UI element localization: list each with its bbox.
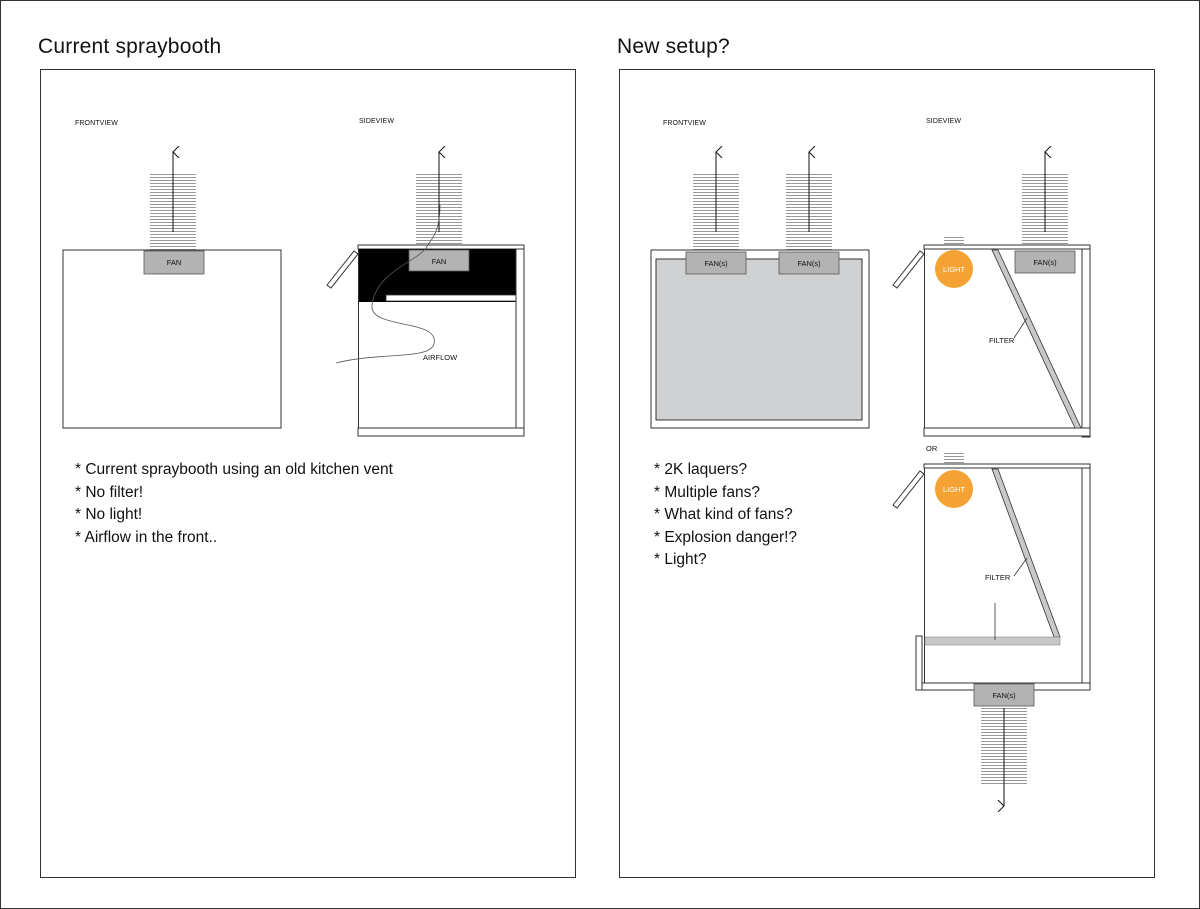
shelf bbox=[385, 294, 517, 302]
note-item: No light! bbox=[75, 504, 393, 527]
fan-box bbox=[1014, 250, 1076, 274]
note-item: Light? bbox=[654, 549, 797, 572]
fan-box-1 bbox=[685, 251, 747, 275]
light-icon bbox=[935, 250, 973, 288]
left-sideview: FAN AIRFLOW bbox=[326, 152, 525, 437]
top-plate bbox=[923, 244, 1091, 250]
left-title: Current spraybooth bbox=[38, 35, 222, 58]
fans-label: FAN(s) bbox=[992, 691, 1016, 700]
fan-box bbox=[408, 249, 470, 272]
back-wall bbox=[924, 468, 925, 684]
note-item: Multiple fans? bbox=[654, 482, 797, 505]
floor-filter bbox=[924, 636, 1061, 646]
right-sideview-top: LIGHT FAN(s) FILTER bbox=[892, 152, 1091, 438]
front-wall bbox=[1081, 248, 1091, 438]
note-item: What kind of fans? bbox=[654, 504, 797, 527]
left-notes-list: Current spraybooth using an old kitchen … bbox=[75, 459, 393, 550]
or-label: OR bbox=[926, 444, 938, 453]
note-item: Explosion danger!? bbox=[654, 527, 797, 550]
filter-leader bbox=[1013, 317, 1028, 339]
filter-panel bbox=[991, 468, 1061, 638]
light-label: LIGHT bbox=[943, 485, 966, 494]
front-wall bbox=[515, 248, 525, 430]
frontview-label: FRONTVIEW bbox=[75, 120, 118, 127]
bottom-plate bbox=[923, 427, 1091, 437]
filter-panel bbox=[991, 249, 1082, 429]
bottom-plate bbox=[357, 427, 525, 437]
fan-label: FAN bbox=[167, 258, 182, 267]
airflow-label: AIRFLOW bbox=[423, 353, 458, 362]
booth-opening bbox=[655, 258, 863, 421]
frontview-label: FRONTVIEW bbox=[663, 120, 706, 127]
airflow-line bbox=[335, 204, 441, 364]
note-item: No filter! bbox=[75, 482, 393, 505]
light-label: LIGHT bbox=[943, 265, 966, 274]
back-wall bbox=[358, 249, 359, 429]
light-vent bbox=[944, 235, 964, 247]
right-title: New setup? bbox=[617, 35, 730, 58]
light-icon bbox=[935, 470, 973, 508]
sideview-label: SIDEVIEW bbox=[359, 118, 395, 125]
right-frontview: FAN(s) FAN(s) bbox=[650, 152, 870, 429]
back-wall bbox=[924, 249, 925, 429]
left-frontview: FAN bbox=[62, 152, 282, 429]
booth-box bbox=[62, 249, 282, 429]
fan-box bbox=[143, 250, 205, 275]
filter-label: FILTER bbox=[989, 336, 1015, 345]
right-sideview-bottom: LIGHT FILTER FAN(s) bbox=[892, 453, 1091, 806]
sideview-label: SIDEVIEW bbox=[926, 118, 962, 125]
note-item: Airflow in the front.. bbox=[75, 527, 393, 550]
right-notes-list: 2K laquers? Multiple fans? What kind of … bbox=[654, 459, 797, 572]
fan-label: FAN bbox=[432, 257, 447, 266]
top-plate bbox=[923, 463, 1091, 469]
hood-flap bbox=[892, 250, 925, 289]
fans-label: FAN(s) bbox=[704, 259, 728, 268]
note-item: 2K laquers? bbox=[654, 459, 797, 482]
hood-flap bbox=[326, 250, 359, 289]
fans-label: FAN(s) bbox=[797, 259, 821, 268]
fan-box bbox=[973, 683, 1035, 707]
top-plate bbox=[357, 244, 525, 250]
light-vent bbox=[944, 453, 964, 465]
fans-label: FAN(s) bbox=[1033, 258, 1057, 267]
filter-label: FILTER bbox=[985, 573, 1011, 582]
fan-box-2 bbox=[778, 251, 840, 275]
side-door bbox=[915, 635, 923, 691]
hood-flap bbox=[892, 470, 925, 509]
filter-leader bbox=[1013, 557, 1028, 577]
note-item: Current spraybooth using an old kitchen … bbox=[75, 459, 393, 482]
front-wall bbox=[1081, 467, 1091, 691]
